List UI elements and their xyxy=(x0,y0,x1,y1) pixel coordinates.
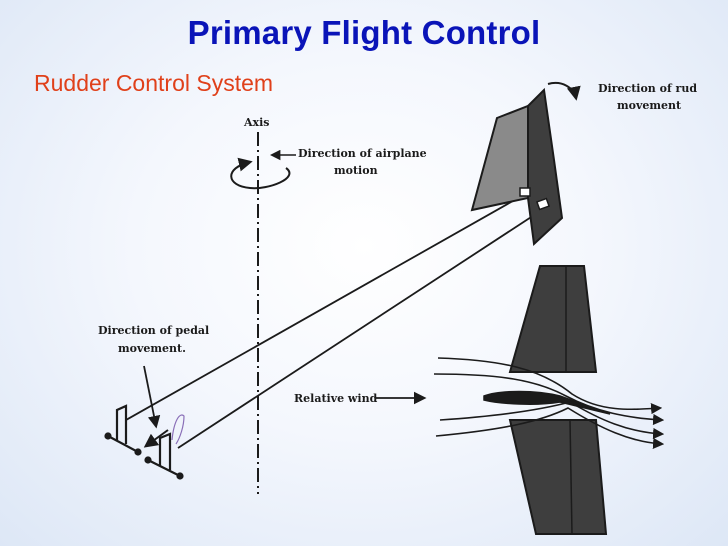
control-cables xyxy=(125,192,549,449)
rudder-assembly-side-view xyxy=(470,87,564,247)
airplane-motion-label-line1: Direction of airplane xyxy=(298,147,427,160)
airflow-streamlines xyxy=(433,357,665,450)
rudder-movement-label-line2: movement xyxy=(617,99,682,112)
rudder-movement-arrow xyxy=(547,82,581,101)
relative-wind-label: Relative wind xyxy=(294,392,378,405)
slide-subtitle: Rudder Control System xyxy=(34,70,274,96)
rudder-pedals xyxy=(104,404,185,480)
tail-top-view xyxy=(483,265,611,535)
airplane-motion-rotation-arrow xyxy=(230,157,291,190)
pedal-movement-arrow xyxy=(143,429,169,448)
pedal-movement-label-line1: Direction of pedal xyxy=(98,324,209,337)
pedal-movement-label-line2: movement. xyxy=(118,342,186,355)
rudder-movement-label-line1: Direction of rud xyxy=(598,82,697,95)
axis-label: Axis xyxy=(243,116,269,129)
airplane-motion-label-line2: motion xyxy=(334,164,378,177)
pedal-movement-pointer xyxy=(143,365,161,429)
slide-title: Primary Flight Control xyxy=(187,14,541,51)
